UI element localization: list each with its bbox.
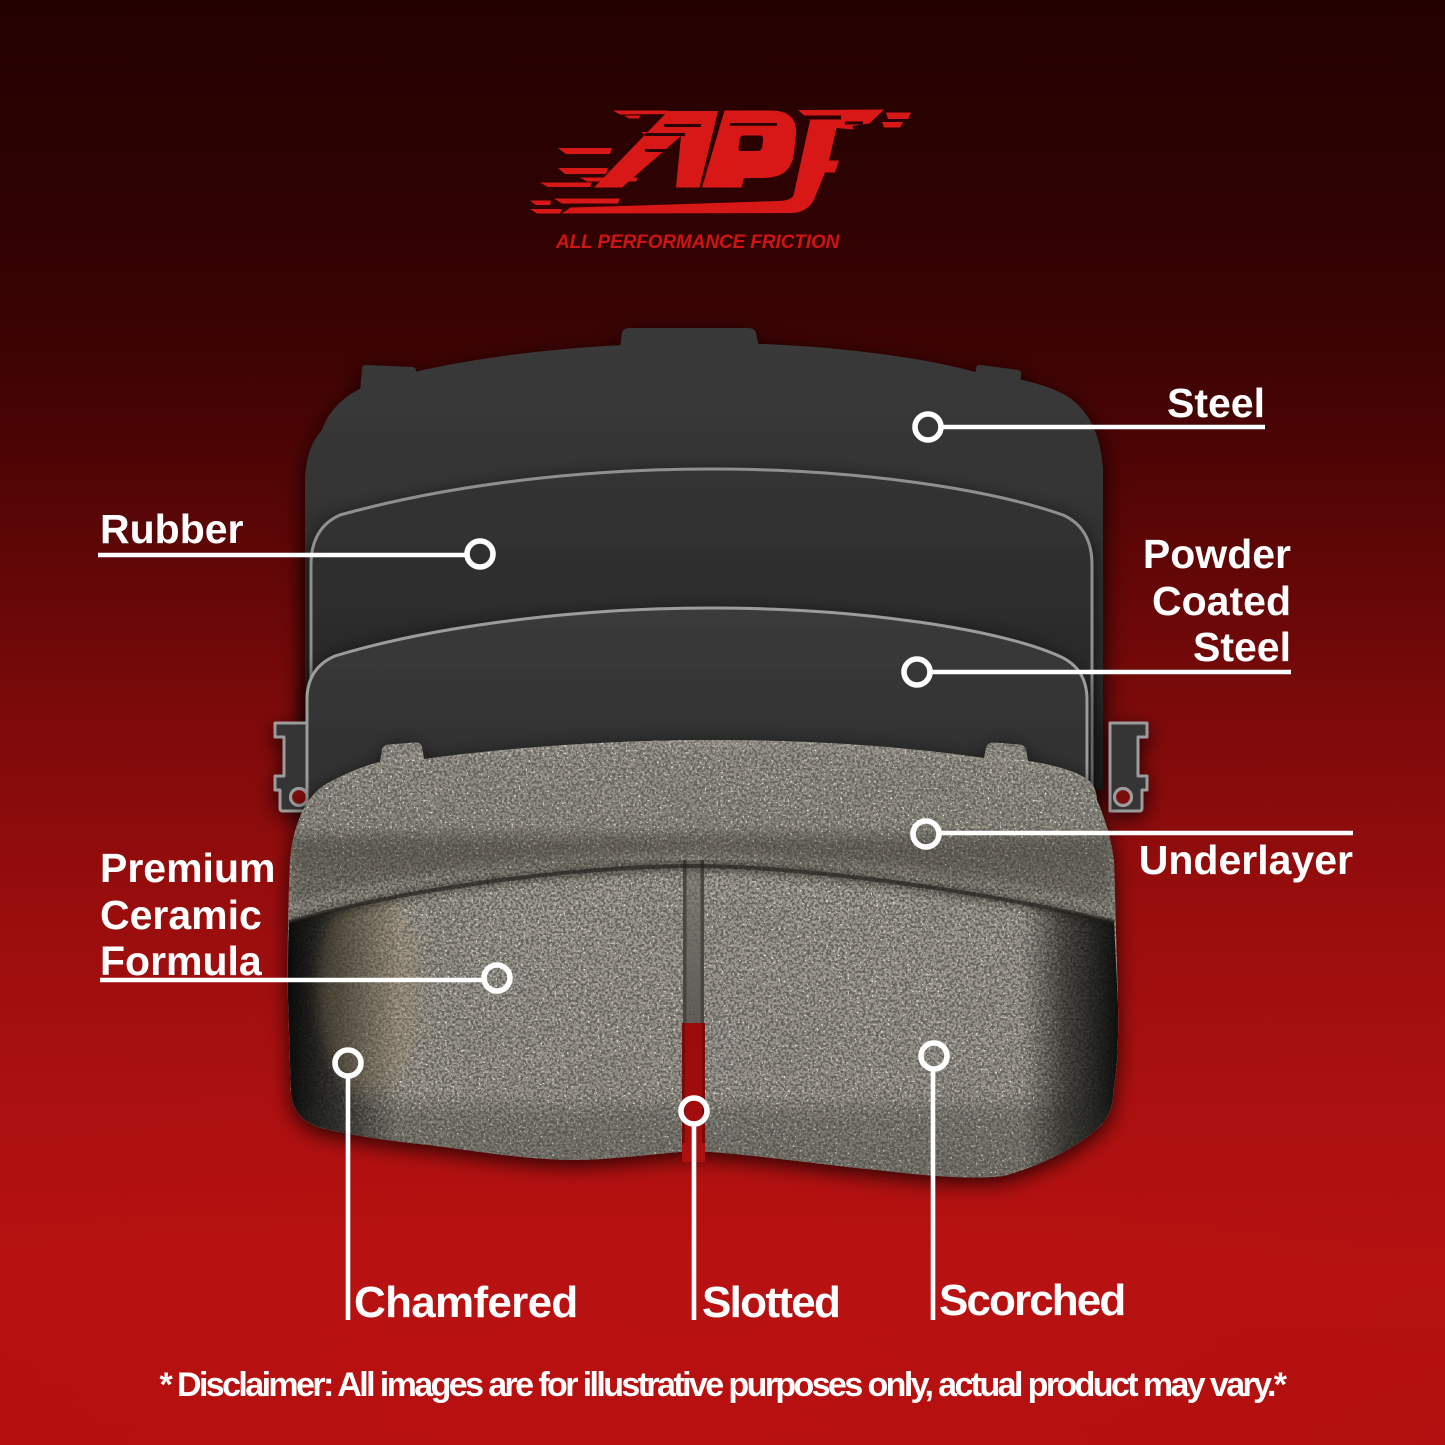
svg-text:Steel: Steel bbox=[1167, 380, 1265, 426]
svg-text:Powder: Powder bbox=[1143, 531, 1291, 577]
svg-text:Premium: Premium bbox=[100, 845, 275, 891]
svg-text:* Disclaimer: All images are f: * Disclaimer: All images are for illustr… bbox=[160, 1366, 1288, 1404]
svg-text:Coated: Coated bbox=[1152, 578, 1291, 624]
svg-text:Rubber: Rubber bbox=[100, 506, 244, 552]
svg-text:Slotted: Slotted bbox=[702, 1278, 839, 1327]
svg-text:ALL PERFORMANCE FRICTION: ALL PERFORMANCE FRICTION bbox=[555, 232, 841, 253]
svg-text:Steel: Steel bbox=[1193, 624, 1291, 670]
svg-text:Ceramic: Ceramic bbox=[100, 892, 262, 938]
svg-text:Underlayer: Underlayer bbox=[1139, 837, 1353, 883]
svg-text:Formula: Formula bbox=[100, 938, 263, 984]
svg-text:Chamfered: Chamfered bbox=[354, 1278, 578, 1327]
svg-text:Scorched: Scorched bbox=[939, 1276, 1124, 1325]
